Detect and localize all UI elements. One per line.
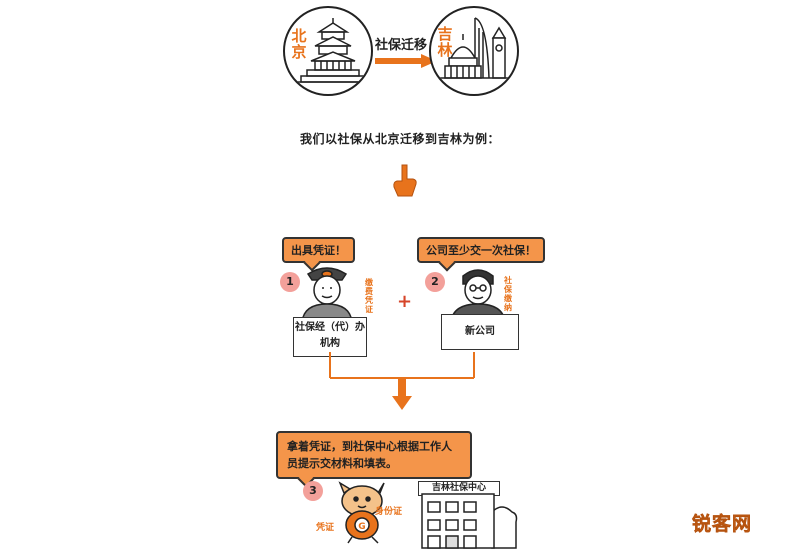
step3-bubble: 拿着凭证，到社保中心根据工作人员提示交材料和填表。 [276,431,472,479]
beijing-circle [283,6,373,96]
arrow-right-icon [375,54,437,68]
migrate-label: 社保迁移 [375,38,428,53]
step1-desk: 社保经（代）办机构 [293,317,367,357]
step3-voucher-tag: 凭证 [316,523,335,533]
building-icon [421,493,518,549]
svg-text:G: G [358,522,365,532]
step3-badge: 3 [303,481,323,501]
step2-bubble: 公司至少交一次社保！ [417,237,545,263]
plus-sign: + [397,291,413,312]
temple-of-heaven-icon [291,18,369,83]
step2-side-note: 社保缴纳 [504,276,512,312]
step1-side-note: 缴费凭证 [365,278,373,314]
jilin-circle [429,6,519,96]
step3-id-tag: 身份证 [375,507,403,517]
pointing-hand-icon [393,164,417,197]
step1-bubble: 出具凭证！ [282,237,355,263]
step2-badge: 2 [425,272,445,292]
step2-desk-label: 新公司 [465,326,495,337]
watermark-logo: 锐客网 [691,513,752,536]
jilin-label: 吉林 [437,25,453,59]
beijing-label: 北京 [291,27,307,61]
step1-desk-label: 社保经（代）办机构 [295,322,365,349]
example-caption: 我们以社保从北京迁移到吉林为例： [299,132,500,146]
official-person-icon [301,267,353,322]
jilin-buildings-icon [437,17,515,79]
mascot-character-icon: G [338,481,385,544]
step2-desk: 新公司 [441,314,519,350]
step1-badge: 1 [280,272,300,292]
merge-connector [329,352,475,410]
company-boss-icon [450,269,506,322]
